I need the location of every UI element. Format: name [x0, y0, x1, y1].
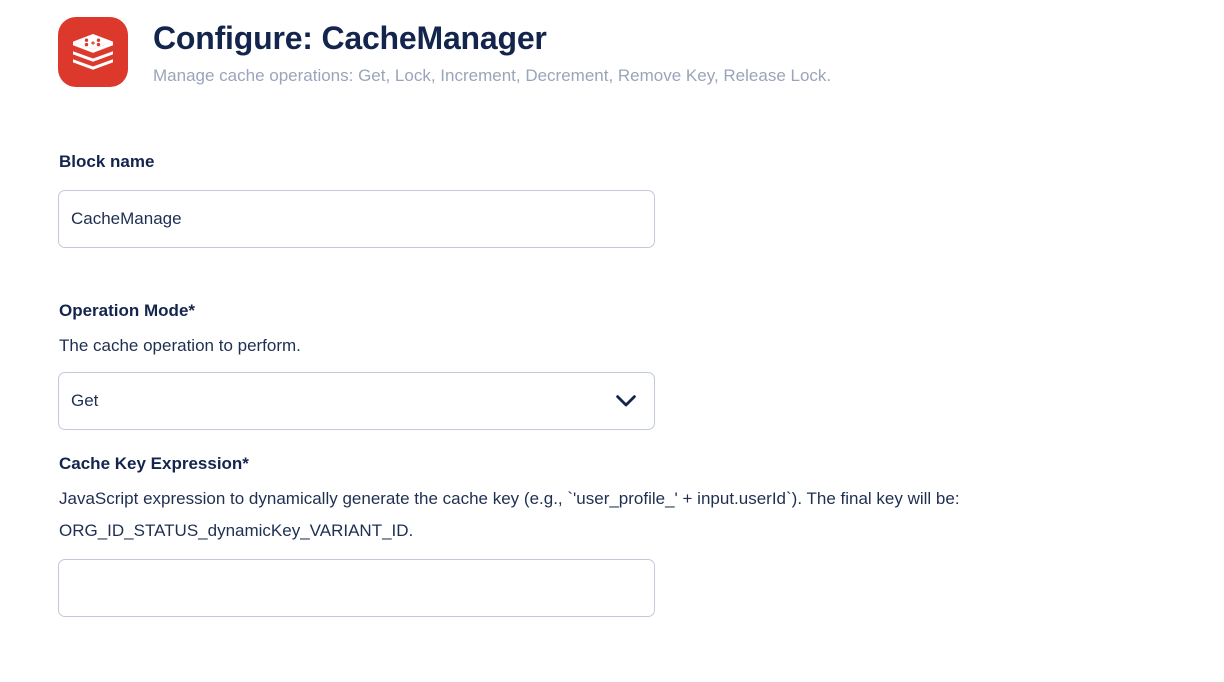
field-cache-key-expression: Cache Key Expression* JavaScript express…	[58, 453, 1224, 617]
redis-stack-icon	[58, 17, 128, 87]
operation-mode-selected-value: Get	[71, 391, 99, 410]
panel-header: Configure: CacheManager Manage cache ope…	[0, 0, 1224, 88]
operation-mode-label: Operation Mode*	[59, 301, 196, 320]
operation-mode-select[interactable]: Get	[58, 372, 655, 430]
block-name-input[interactable]	[58, 190, 655, 248]
configure-form: Block name Operation Mode* The cache ope…	[0, 151, 1224, 617]
operation-mode-select-box[interactable]: Get	[58, 372, 655, 430]
field-block-name: Block name	[58, 151, 1224, 248]
block-name-label: Block name	[59, 152, 155, 171]
operation-mode-description: The cache operation to perform.	[59, 336, 301, 355]
page-title: Configure: CacheManager	[153, 20, 547, 56]
cache-key-expression-label: Cache Key Expression*	[59, 454, 249, 473]
field-operation-mode: Operation Mode* The cache operation to p…	[58, 300, 1224, 430]
page-subtitle: Manage cache operations: Get, Lock, Incr…	[153, 66, 832, 85]
header-text-group: Configure: CacheManager Manage cache ope…	[153, 14, 831, 88]
cache-key-expression-input[interactable]	[58, 559, 655, 617]
cache-key-expression-description: JavaScript expression to dynamically gen…	[59, 489, 960, 540]
